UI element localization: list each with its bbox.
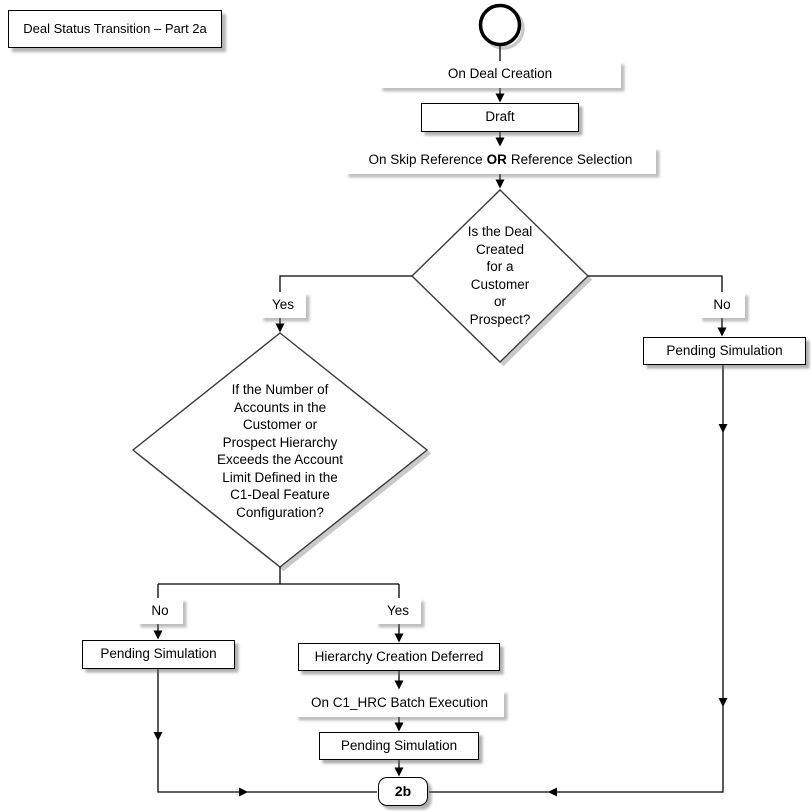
arrowhead-into-middle-pending (394, 722, 404, 732)
offpage-connector-2b: 2b (378, 777, 428, 806)
arrowhead-into-batch-label (394, 680, 404, 690)
arrowhead-into-2b-top (394, 767, 404, 777)
diagram-title: Deal Status Transition – Part 2a (8, 10, 222, 48)
branch-label-no-2: No (137, 598, 183, 624)
arrowhead-into-right-pending (717, 327, 727, 337)
skip-reference-text-post: Reference Selection (510, 152, 633, 168)
edge-left-pending-to-2b (157, 669, 377, 793)
skip-reference-text-or: OR (486, 152, 507, 168)
branch-label-yes-1: Yes (260, 292, 306, 318)
arrowhead-into-skip-label (495, 137, 505, 147)
arrowhead-into-draft (495, 93, 505, 103)
state-pending-simulation-middle: Pending Simulation (319, 732, 479, 760)
skip-reference-text-pre: On Skip Reference (368, 152, 483, 168)
state-draft: Draft (421, 103, 579, 132)
state-pending-simulation-right: Pending Simulation (643, 337, 806, 365)
arrowhead-mid-right-2 (718, 698, 728, 707)
arrowhead-into-decision-1 (495, 179, 505, 189)
decision-1-text: Is the Deal Created for a Customer or Pr… (467, 224, 533, 327)
start-node (478, 3, 522, 47)
arrowhead-group (153, 93, 728, 797)
arrowhead-mid-right-1 (718, 424, 728, 433)
state-pending-simulation-left: Pending Simulation (82, 640, 235, 669)
arrowhead-into-decision-2 (275, 323, 285, 333)
arrowhead-into-deferred (394, 633, 404, 643)
arrowhead-mid-left (153, 732, 163, 741)
edge-right-pending-to-2b (429, 365, 724, 793)
arrowhead-mid-bottom-left (548, 787, 557, 797)
arrowhead-mid-bottom-right (239, 787, 248, 797)
decision-2-text: If the Number of Accounts in the Custome… (216, 382, 344, 520)
event-label-c1-hrc-batch: On C1_HRC Batch Execution (295, 690, 504, 717)
event-label-skip-reference: On Skip Reference OR Reference Selection (345, 147, 656, 174)
event-label-on-deal-creation: On Deal Creation (379, 61, 621, 88)
state-hierarchy-creation-deferred: Hierarchy Creation Deferred (298, 643, 500, 671)
arrowhead-into-left-pending (153, 630, 163, 640)
branch-label-no-1: No (699, 292, 745, 318)
branch-label-yes-2: Yes (375, 598, 421, 624)
decision-1-shape (410, 189, 590, 363)
